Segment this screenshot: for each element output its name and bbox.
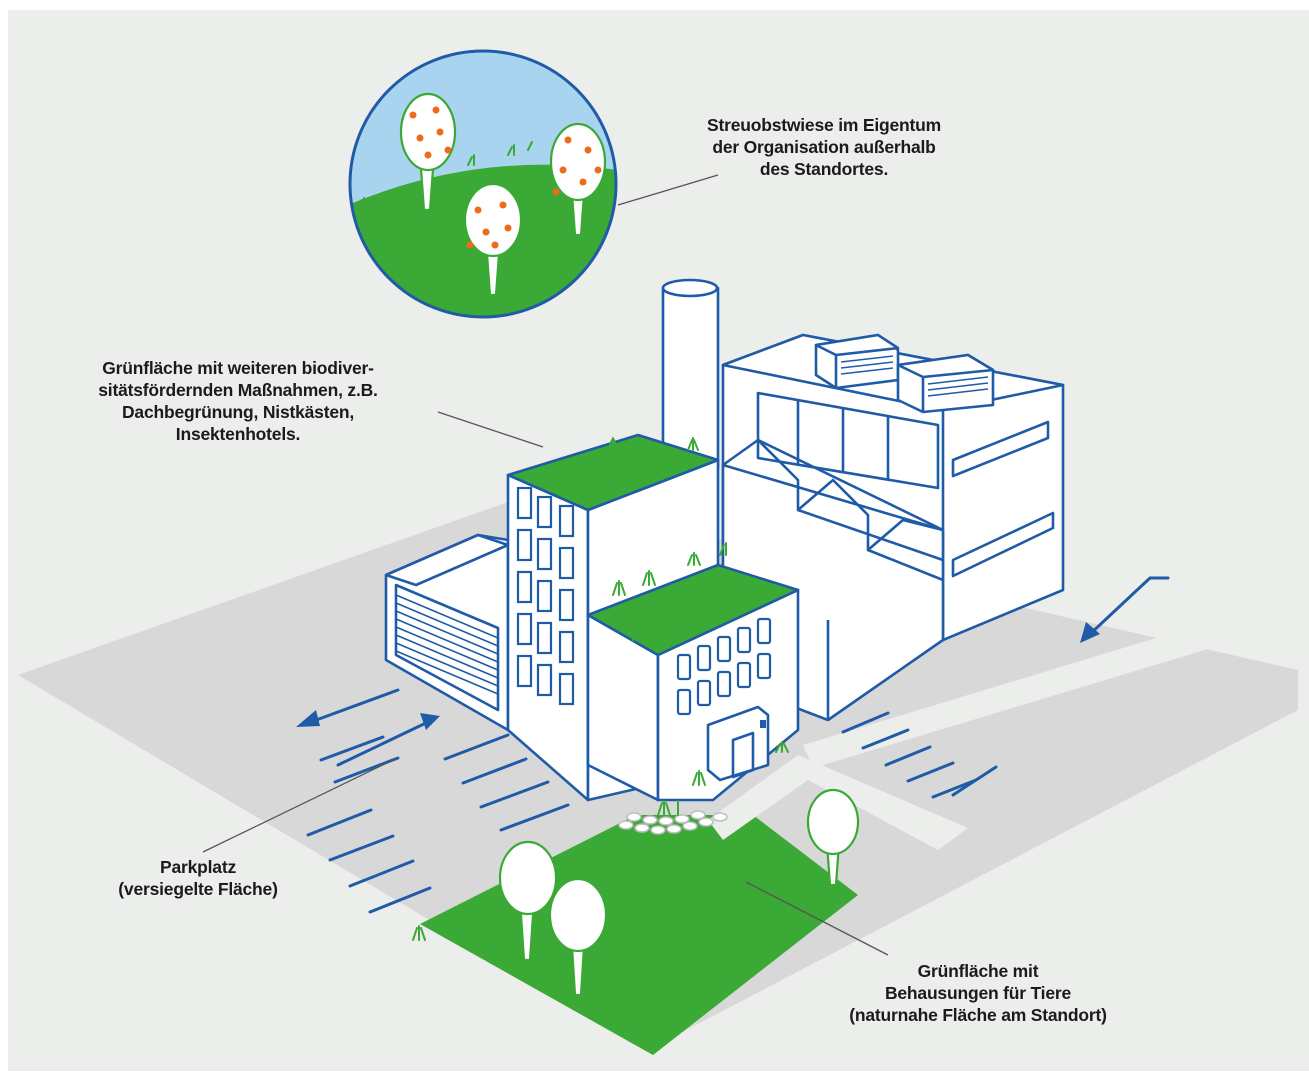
traffic-arrow-far-right	[1080, 576, 1170, 643]
front-building	[586, 563, 800, 802]
garage-block	[384, 533, 510, 732]
parking-stripes-right	[841, 711, 998, 799]
roof-green-label: Grünfläche mit weiteren biodiver- sitäts…	[98, 358, 378, 444]
chimney	[661, 278, 720, 470]
leader-lines	[202, 174, 889, 956]
paving-path	[618, 810, 728, 835]
diagram-canvas: Streuobstwiese im Eigentum der Organisat…	[8, 10, 1309, 1071]
grass-tufts	[412, 437, 789, 941]
site-illustration	[18, 49, 1298, 1055]
orchard-label: Streuobstwiese im Eigentum der Organisat…	[706, 115, 941, 179]
road-divider-right	[803, 595, 1298, 768]
green-area-label: Grünfläche mit Behausungen für Tiere (na…	[849, 961, 1107, 1025]
parking-stripes-left	[306, 733, 570, 914]
lawn-trees	[498, 788, 860, 997]
traffic-arrow-right	[336, 713, 440, 767]
road-divider	[708, 755, 968, 850]
traffic-arrow-left	[296, 688, 400, 727]
orchard-inset	[348, 49, 618, 319]
parking-label: Parkplatz (versiegelte Fläche)	[118, 857, 278, 899]
